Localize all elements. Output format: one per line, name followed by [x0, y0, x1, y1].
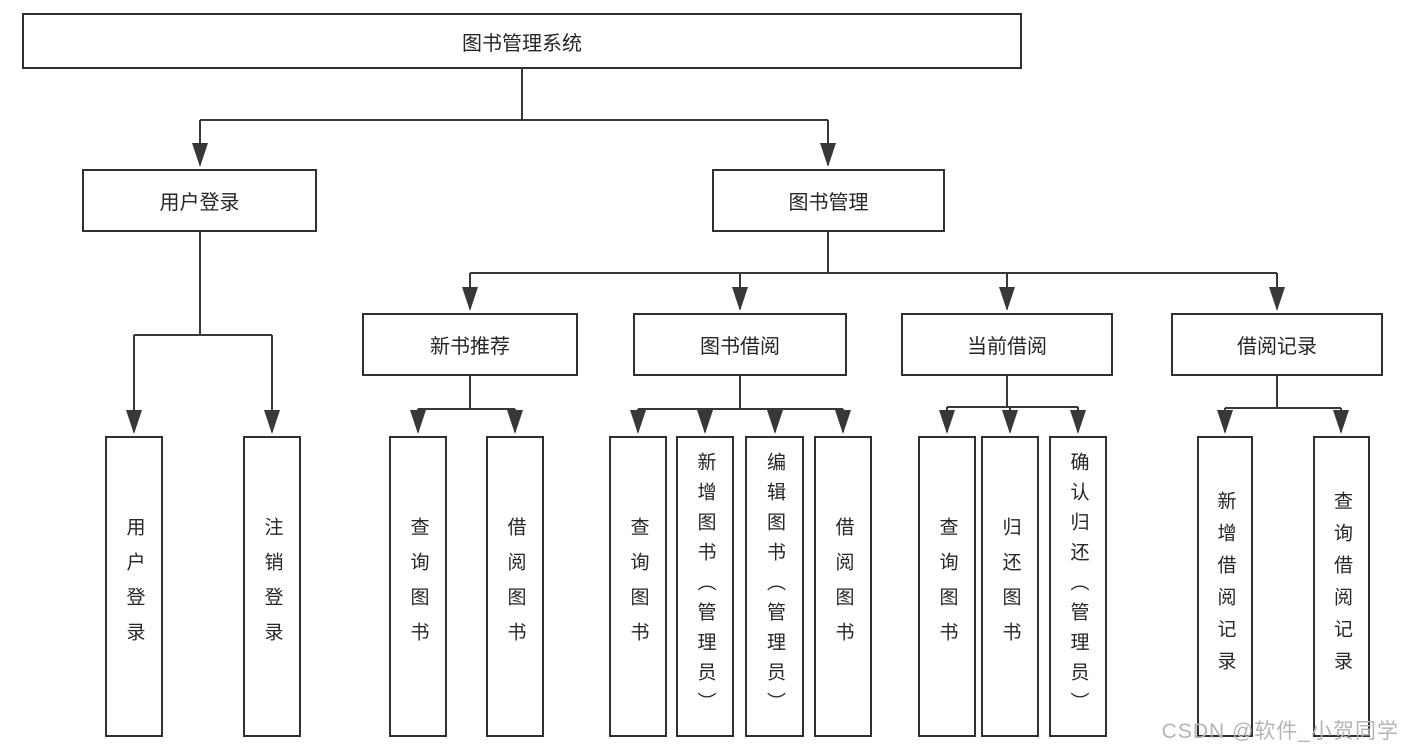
node-new-book-recommend: 新书推荐: [362, 313, 578, 376]
connector-borrow-records: [1224, 376, 1342, 432]
node-new-book-recommend-label: 新书推荐: [430, 336, 510, 358]
node-borrowing-records-label: 借阅记录: [1237, 336, 1317, 358]
node-root-label: 图书管理系统: [462, 32, 582, 55]
node-book-borrowing-label: 图书借阅: [700, 336, 780, 358]
node-user-login: 用户登录: [82, 169, 317, 232]
node-add-book-admin: 新增图书（管理员）: [676, 436, 734, 737]
node-query-books-1: 查询图书: [389, 436, 447, 737]
node-current-borrowing-label: 当前借阅: [967, 336, 1047, 358]
node-user-login-label: 用户登录: [159, 192, 240, 214]
node-return-book: 归还图书: [981, 436, 1039, 737]
node-root: 图书管理系统: [22, 13, 1022, 69]
node-borrow-books-1: 借阅图书: [486, 436, 544, 737]
arrowheads: [126, 143, 1349, 434]
node-borrowing-records: 借阅记录: [1171, 313, 1383, 376]
connector-user-login: [133, 232, 273, 432]
node-confirm-return-admin: 确认归还（管理员）: [1049, 436, 1107, 737]
node-book-borrowing: 图书借阅: [633, 313, 847, 376]
node-book-management-label: 图书管理: [788, 192, 869, 214]
node-query-books-3: 查询图书: [918, 436, 976, 737]
connector-book-borrow: [637, 376, 844, 432]
node-edit-book-admin: 编辑图书（管理员）: [745, 436, 804, 737]
connector-root: [199, 69, 829, 165]
node-add-borrow-record: 新增借阅记录: [1197, 436, 1253, 737]
csdn-watermark: CSDN @软件_小贺同学: [1161, 720, 1399, 743]
node-borrow-books-2: 借阅图书: [814, 436, 872, 737]
node-current-borrowing: 当前借阅: [901, 313, 1113, 376]
node-book-management: 图书管理: [712, 169, 945, 232]
connector-new-books: [417, 376, 516, 432]
node-query-borrow-record: 查询借阅记录: [1313, 436, 1370, 737]
node-query-books-2: 查询图书: [609, 436, 667, 737]
connector-book-mgmt: [469, 232, 1278, 309]
node-user-login-leaf: 用户登录: [105, 436, 163, 737]
node-logout: 注销登录: [243, 436, 301, 737]
